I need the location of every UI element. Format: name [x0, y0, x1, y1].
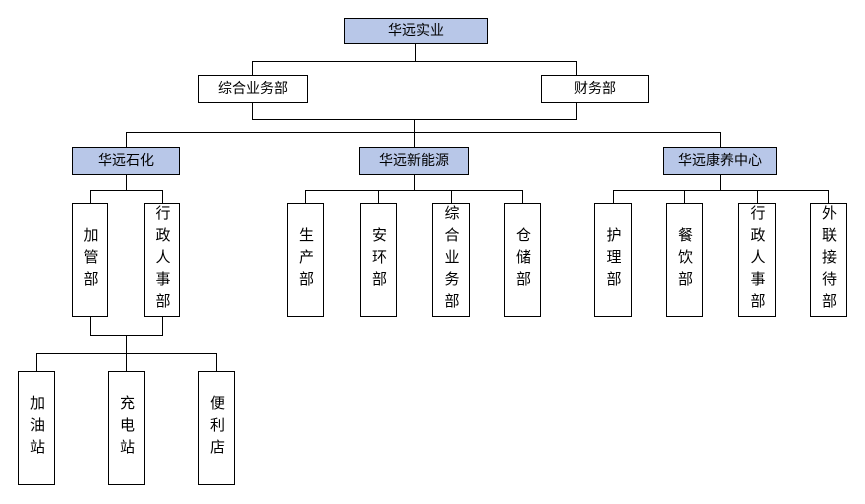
- connector-line: [576, 103, 577, 119]
- org-node-huayuan-wellness-center: 华远康养中心: [663, 147, 777, 175]
- connector-line: [162, 190, 163, 203]
- connector-line: [305, 190, 523, 191]
- connector-line: [828, 190, 829, 203]
- connector-line: [414, 132, 415, 147]
- connector-line: [126, 175, 127, 190]
- connector-line: [126, 132, 127, 147]
- org-node-ne-general-business-dept: 综合业务部: [432, 203, 470, 317]
- connector-line: [90, 190, 91, 203]
- connector-line: [451, 190, 452, 203]
- connector-line: [126, 132, 721, 133]
- connector-line: [415, 44, 416, 61]
- connector-line: [613, 190, 829, 191]
- connector-line: [126, 353, 127, 371]
- org-node-catering-dept: 餐饮部: [666, 203, 703, 317]
- org-node-nursing-dept: 护理部: [594, 203, 632, 317]
- connector-line: [90, 190, 163, 191]
- org-node-outreach-reception-dept: 外联接待部: [810, 203, 847, 317]
- connector-line: [684, 190, 685, 203]
- connector-line: [378, 190, 379, 203]
- org-node-jiaguan-dept: 加管部: [72, 203, 108, 317]
- connector-line: [613, 190, 614, 203]
- connector-line: [720, 175, 721, 190]
- org-node-production-dept: 生产部: [287, 203, 324, 317]
- org-node-general-business-dept: 综合业务部: [198, 75, 308, 103]
- connector-line: [162, 317, 163, 336]
- org-node-huayuan-group: 华远实业: [344, 18, 488, 44]
- connector-line: [522, 190, 523, 203]
- org-node-wc-admin-hr-dept: 行政人事部: [738, 203, 776, 317]
- connector-line: [414, 119, 415, 133]
- connector-line: [576, 61, 577, 75]
- connector-line: [252, 61, 577, 62]
- org-node-finance-dept: 财务部: [541, 75, 649, 103]
- connector-line: [36, 353, 37, 371]
- connector-line: [414, 175, 415, 190]
- org-node-safety-env-dept: 安环部: [360, 203, 397, 317]
- org-node-convenience-store: 便利店: [198, 371, 235, 485]
- connector-line: [252, 61, 253, 75]
- connector-line: [252, 103, 253, 119]
- connector-line: [126, 335, 127, 353]
- connector-line: [90, 317, 91, 336]
- org-node-huayuan-petrochemical: 华远石化: [72, 147, 180, 175]
- org-node-warehousing-dept: 仓储部: [504, 203, 541, 317]
- org-node-huayuan-new-energy: 华远新能源: [359, 147, 469, 175]
- org-node-charging-station: 充电站: [108, 371, 145, 485]
- connector-line: [216, 353, 217, 371]
- org-node-petro-admin-hr-dept: 行政人事部: [144, 203, 180, 317]
- org-node-gas-station: 加油站: [18, 371, 55, 485]
- connector-line: [305, 190, 306, 203]
- connector-line: [757, 190, 758, 203]
- connector-line: [720, 132, 721, 147]
